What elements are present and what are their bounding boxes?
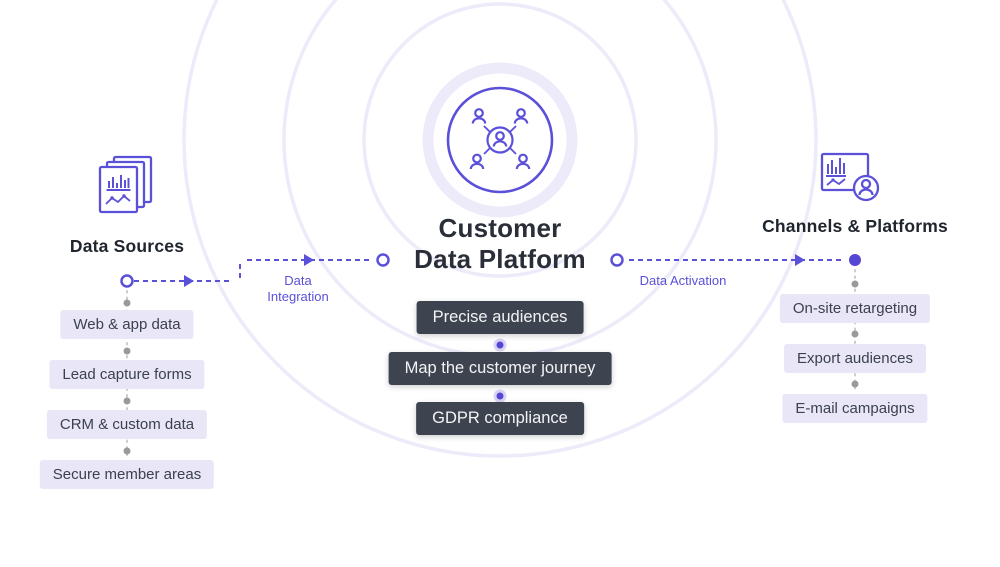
list-item-export-audiences: Export audiences [784,344,926,373]
data-activation-label: Data Activation [639,273,727,288]
feature-box-map-customer-journey: Map the customer journey [388,352,612,385]
node-cdp-left [376,253,390,267]
cdp-title: Customer Data Platform [414,213,586,275]
channels-chart-person-icon [820,152,880,202]
list-item-web-app-data: Web & app data [60,310,194,339]
list-item-email-campaigns: E-mail campaigns [782,394,928,423]
feature-box-precise-audiences: Precise audiences [416,301,584,334]
cdp-title-line1: Customer [438,213,562,243]
list-item-secure-member-areas: Secure member areas [39,460,215,489]
node-cdp-right [610,253,624,267]
customer-network-icon [446,86,554,194]
data-integration-label: Data Integration [267,273,329,304]
cdp-title-line2: Data Platform [414,244,586,274]
list-item-onsite-retargeting: On-site retargeting [779,294,931,323]
list-item-crm-custom-data: CRM & custom data [46,410,208,439]
timeline-dots [123,280,859,455]
data-sources-documents-icon [98,155,153,214]
flow-arrowheads [184,254,805,287]
channels-platforms-title: Channels & Platforms [762,216,948,236]
node-channels [849,254,861,266]
feature-box-gdpr-compliance: GDPR compliance [416,402,584,435]
list-item-lead-capture-forms: Lead capture forms [49,360,205,389]
feature-box-dots [493,338,507,403]
data-sources-title: Data Sources [69,236,185,256]
node-data-sources [120,274,134,288]
flow-connectors [134,259,842,282]
